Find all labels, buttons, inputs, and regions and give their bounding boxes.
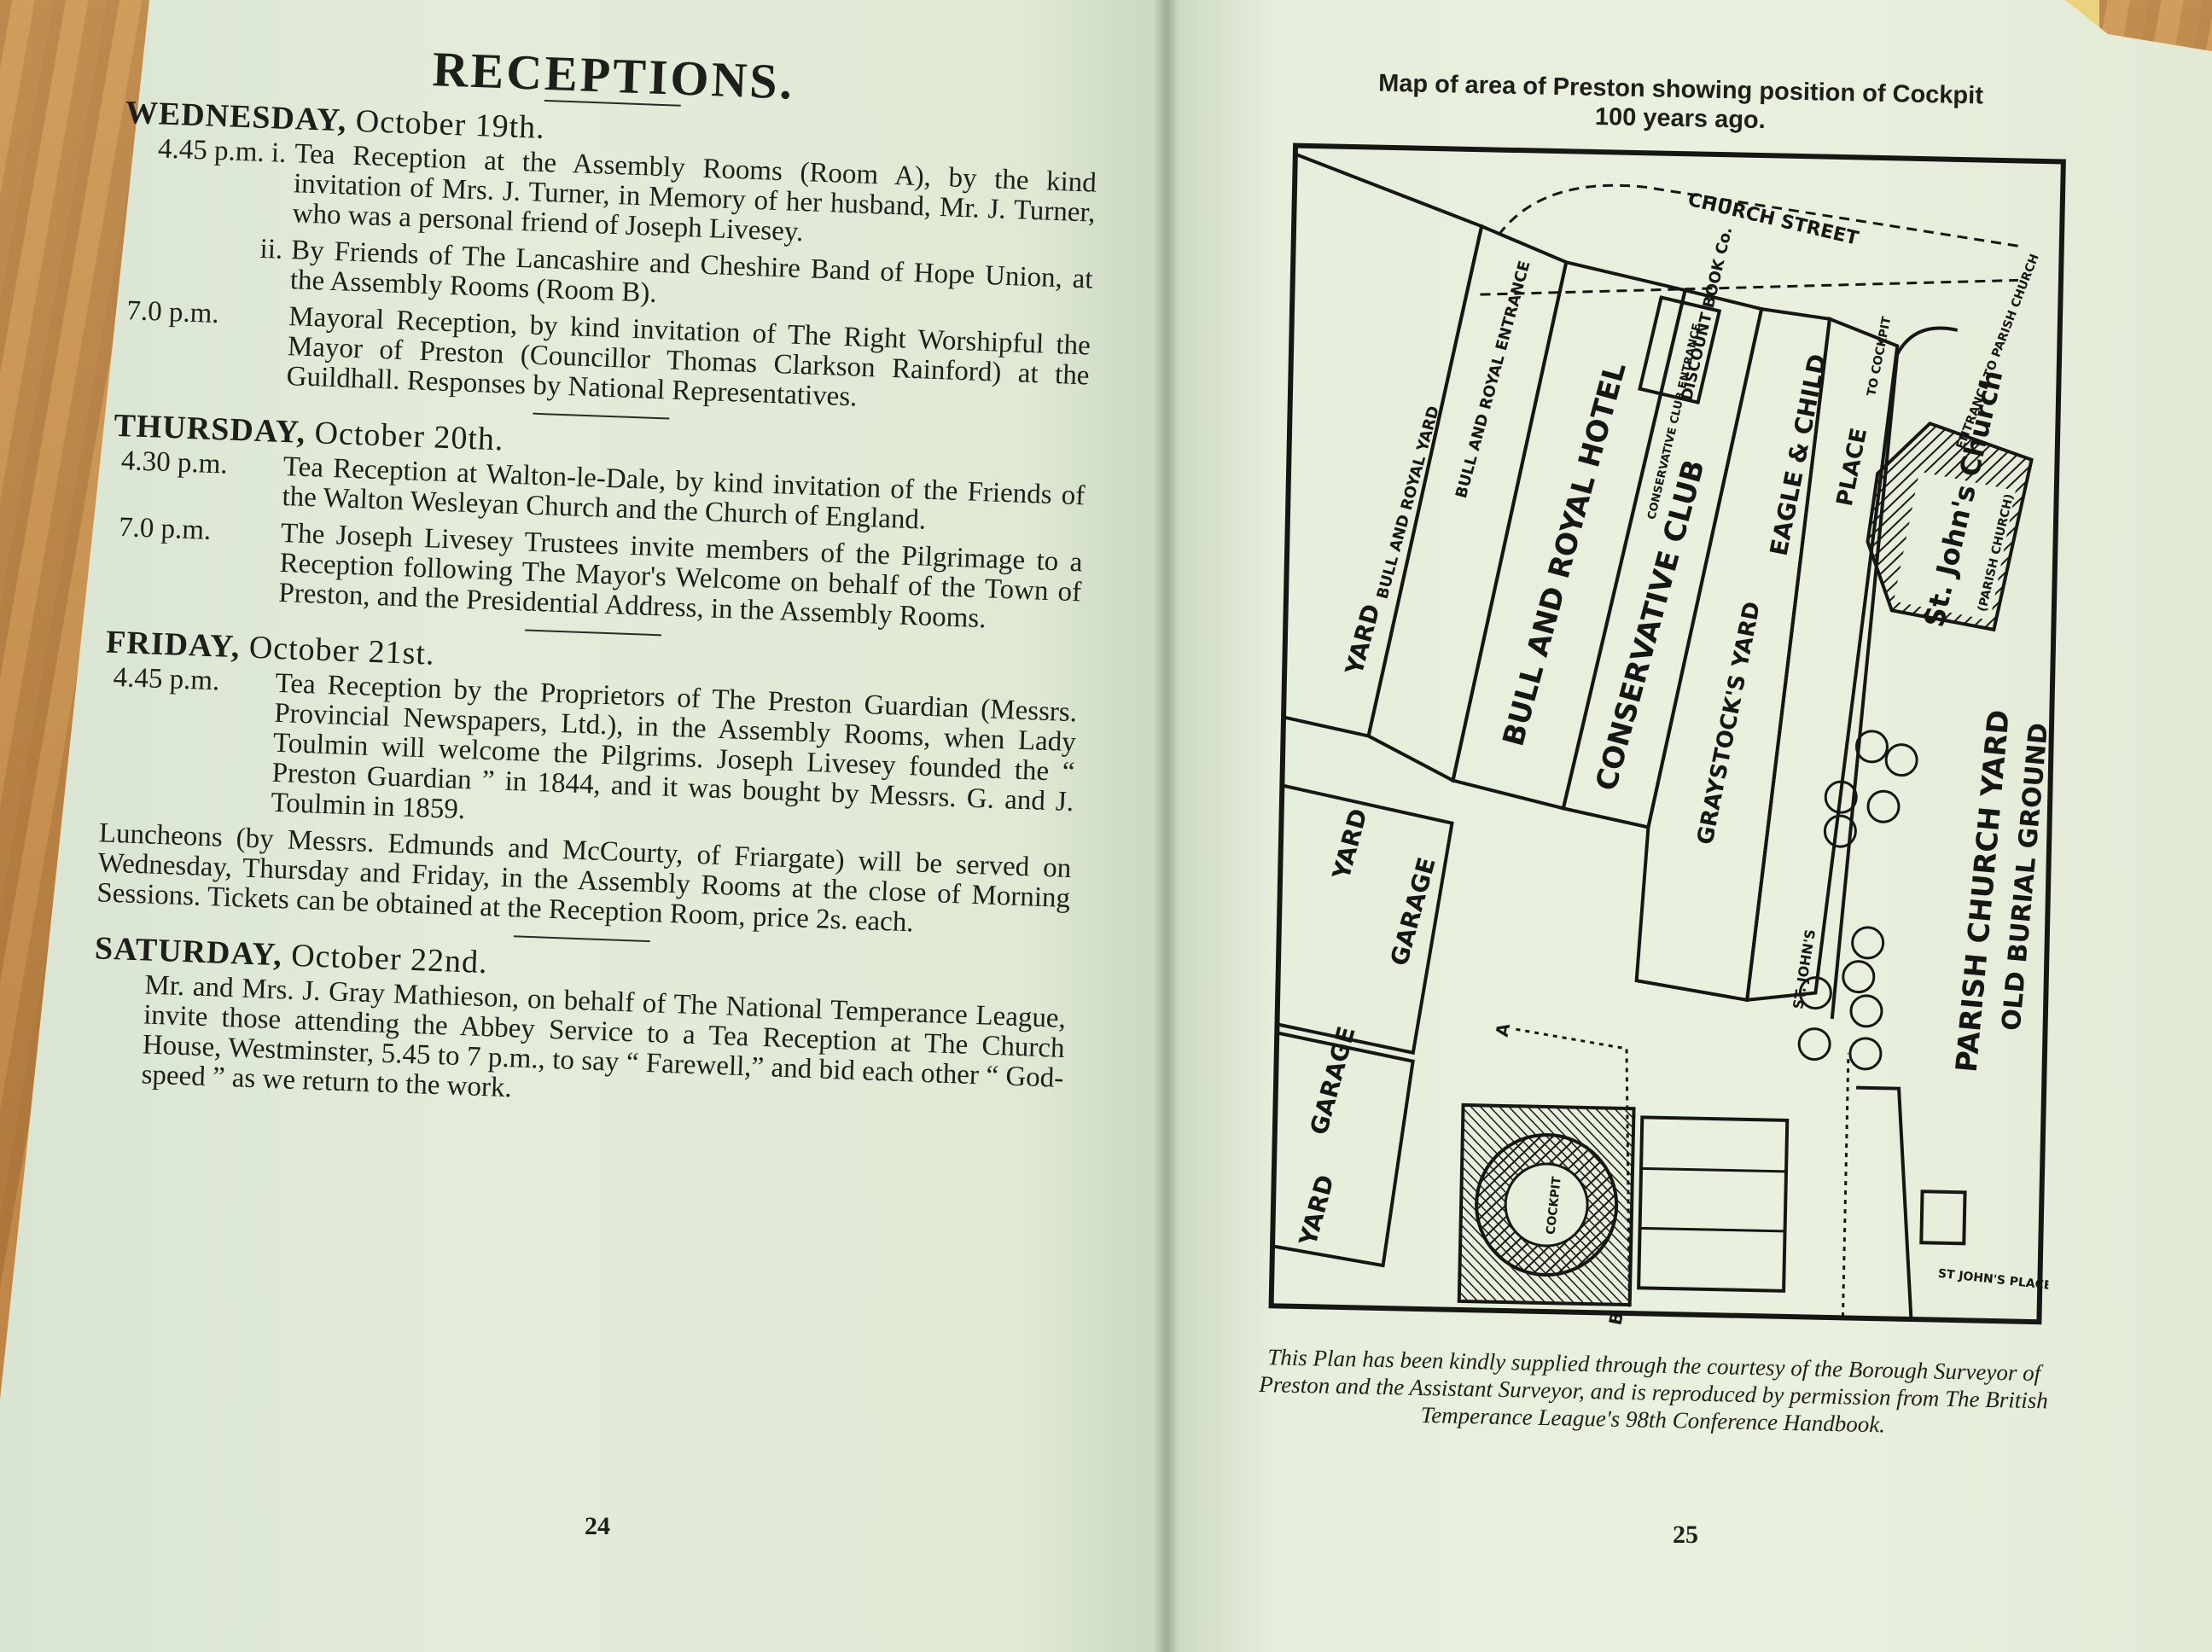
lower-buildings [1637, 1115, 1790, 1293]
divider [525, 629, 662, 637]
left-page [0, 0, 1169, 1652]
label-bull-royal-hotel: BULL AND ROYAL HOTEL [1496, 358, 1633, 749]
label-garage: GARAGE [1385, 854, 1441, 969]
garage-yard-block [1271, 1030, 1415, 1268]
entry-time: 7.0 p.m. [125, 295, 220, 330]
map-caption: This Plan has been kindly supplied throu… [1258, 1344, 2049, 1438]
label-church-street: CHURCH STREET [1685, 189, 1860, 250]
trees [1797, 730, 1918, 1071]
path-to-cockpit [1516, 1027, 1850, 1319]
entry-time: 4.45 p.m. i. [157, 133, 288, 169]
church-street-road [1497, 183, 2020, 247]
page-number-left: 24 [585, 1512, 610, 1540]
label-marker-a: A [1492, 1021, 1515, 1038]
label-to-cockpit: TO COCKPIT [1865, 315, 1894, 397]
eagle-child-block [1744, 316, 1900, 1003]
page-number-right: 25 [1673, 1521, 1698, 1549]
entry-time: ii. [259, 233, 283, 265]
preston-map: CHURCH STREET BULL AND ROYAL YARD BULL A… [1262, 137, 2072, 1347]
entry-time: 4.45 p.m. [113, 661, 220, 697]
yard-garage-block [1275, 782, 1454, 1056]
label-st-johns: ST. JOHN'S [1790, 928, 1819, 1010]
label-yard: YARD [1340, 601, 1386, 678]
label-bull-royal-yard: BULL AND ROYAL YARD [1374, 404, 1443, 602]
schedule-entry: 4.45 p.m. Tea Reception by the Proprieto… [100, 661, 1078, 848]
divider [533, 412, 670, 420]
label-eagle-child: EAGLE & CHILD [1765, 352, 1832, 558]
label-cockpit: COCKPIT [1544, 1176, 1563, 1236]
label-marker-b: B [1605, 1310, 1628, 1327]
divider [513, 935, 650, 943]
entry-time: 7.0 p.m. [118, 511, 212, 546]
entry-time: 4.30 p.m. [120, 445, 229, 480]
bull-royal-yard-block [1282, 151, 1484, 738]
discount-book-block [1638, 295, 1722, 405]
map-drawing: CHURCH STREET BULL AND ROYAL YARD BULL A… [1268, 143, 2066, 1327]
book-spine [1154, 0, 1179, 1652]
label-graystocks-yard: GRAYSTOCK'S YARD [1692, 600, 1766, 847]
label-st-johns-place: ST JOHN'S PLACE [1937, 1267, 2052, 1293]
right-page [1169, 0, 2212, 1652]
receptions-schedule: RECEPTIONS. WEDNESDAY, October 19th. 4.4… [90, 41, 1100, 1131]
label-yard: YARD [1294, 1172, 1340, 1249]
map-frame [1268, 143, 2066, 1325]
st-johns-place-road [1830, 326, 1959, 1020]
label-yard: YARD [1327, 806, 1373, 883]
map-section: Map of area of Preston showing position … [1243, 67, 2091, 1442]
entry-text: Tea Reception by the Proprietors of The … [270, 667, 1078, 826]
label-place: PLACE [1832, 426, 1872, 509]
label-discount-book: DISCOUNT BOOK Co. [1678, 225, 1736, 403]
